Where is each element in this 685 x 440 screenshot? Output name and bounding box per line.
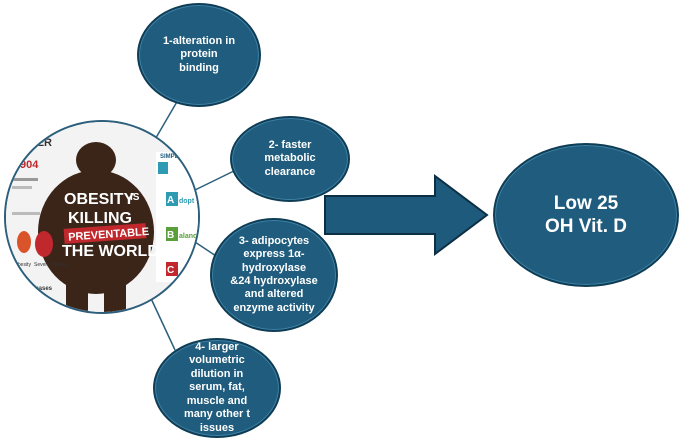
- poster-side-letter-b: B: [167, 230, 174, 241]
- node-metabolic-clearance: 2- faster metabolic clearance: [230, 116, 350, 202]
- node-volumetric-dilution: 4- larger volumetric dilution in serum, …: [153, 338, 281, 438]
- result-low-vitamin-d: Low 25 OH Vit. D: [493, 143, 679, 287]
- node-protein-binding-label: 1-alteration in protein binding: [162, 34, 236, 74]
- poster-bottom-text: Diseases: [26, 286, 53, 292]
- small-figures: [17, 231, 53, 257]
- node-adipocytes-enzymes: 3- adipocytes express 1α- hydroxylase &2…: [210, 218, 338, 332]
- preventable-banner: [63, 223, 147, 244]
- poster-headline-1: OBESITY: [64, 191, 135, 208]
- node-volumetric-dilution-label: 4- larger volumetric dilution in serum, …: [183, 341, 250, 434]
- poster-caption-right: Severe Obesity: [34, 262, 69, 268]
- poster-side-letter-c: C: [167, 265, 174, 276]
- poster-banner-text: PREVENTABLE: [68, 226, 150, 244]
- obesity-poster-image: TER 904 OBESITY IS KILLING PREVENTABLE T…: [4, 120, 200, 314]
- poster-headline-3: THE WORLD: [62, 243, 159, 260]
- poster-headline-is: IS: [130, 192, 140, 203]
- node-protein-binding: 1-alteration in protein binding: [137, 3, 261, 107]
- poster-side-word-3: alance: [179, 233, 200, 240]
- node-metabolic-clearance-label: 2- faster metabolic clearance: [264, 138, 316, 178]
- right-arrow: [324, 174, 489, 256]
- poster-caption-left: Obesity: [14, 262, 31, 268]
- poster-side-word-1: SIMPLE: [160, 154, 182, 160]
- result-low-vitamin-d-label: Low 25 OH Vit. D: [545, 192, 627, 237]
- node-adipocytes-enzymes-label: 3- adipocytes express 1α- hydroxylase &2…: [230, 234, 318, 314]
- poster-side-word-2: dopt: [179, 198, 195, 205]
- poster-headline-2: KILLING: [68, 210, 132, 227]
- poster-side-letter-a: A: [167, 195, 174, 206]
- poster-stat: 904: [20, 159, 39, 171]
- connector-line-4: [147, 291, 176, 351]
